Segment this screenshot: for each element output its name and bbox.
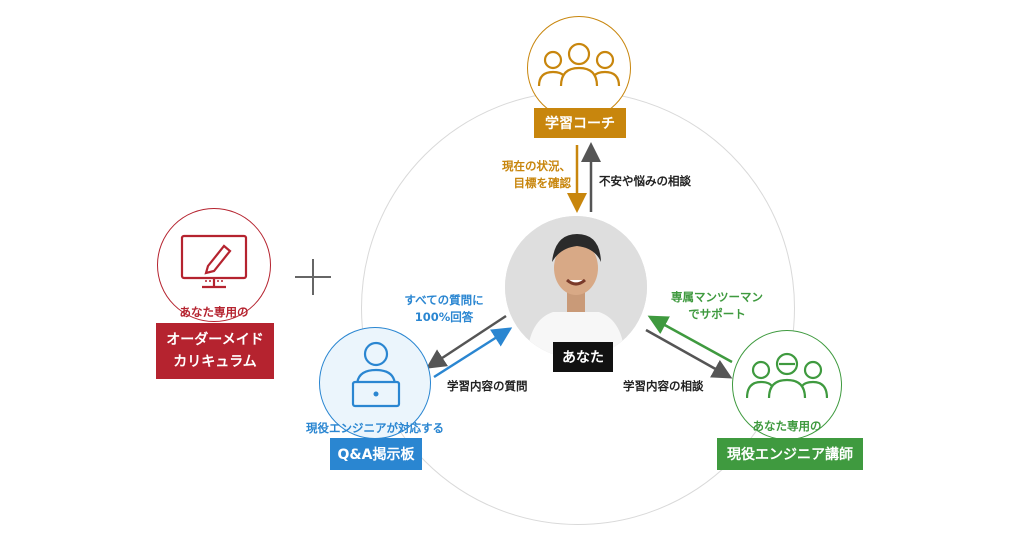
curriculum-caption: あなた専用の [179, 305, 249, 319]
qa-answer-text: すべての質問に 100%回答 [394, 292, 494, 326]
arrow-qa-question [425, 314, 507, 369]
person-photo-icon [505, 216, 647, 358]
arrow-instructor-support [647, 315, 733, 364]
arrow-qa-answer [433, 327, 513, 379]
engineers-group-icon [746, 352, 828, 399]
person-laptop-icon [351, 341, 401, 408]
coach-confirm-line2: 目標を確認 [513, 176, 572, 190]
curriculum-label: オーダーメイド カリキュラム [156, 323, 274, 379]
instructor-support-line2: でサポート [688, 307, 746, 321]
coach-consult-text: 不安や悩みの相談 [599, 174, 691, 188]
monitor-pencil-icon [180, 234, 248, 289]
plus-icon [295, 259, 331, 295]
instructor-support-text: 専属マンツーマン でサポート [662, 289, 772, 323]
coach-label: 学習コーチ [534, 108, 626, 138]
curriculum-label-line2: カリキュラム [173, 354, 257, 370]
coach-confirm-line1: 現在の状況、 [502, 159, 571, 173]
qa-question-text: 学習内容の質問 [447, 379, 528, 393]
instructor-support-line1: 専属マンツーマン [671, 290, 763, 304]
coach-confirm-text: 現在の状況、 目標を確認 [497, 158, 571, 192]
group-icon [537, 42, 621, 87]
instructor-consult-text: 学習内容の相談 [623, 379, 704, 393]
instructor-caption: あなた専用の [752, 419, 822, 433]
qa-answer-line2: 100%回答 [414, 310, 474, 324]
arrow-instructor-consult [645, 328, 733, 379]
curriculum-label-line1: オーダーメイド [166, 332, 264, 348]
instructor-label: 現役エンジニア講師 [717, 438, 863, 470]
center-label: あなた [553, 342, 613, 372]
user-photo [505, 216, 647, 358]
qa-caption: 現役エンジニアが対応する [306, 421, 444, 435]
qa-answer-line1: すべての質問に [404, 293, 484, 307]
qa-label: Q&A掲示板 [330, 438, 422, 470]
curriculum-circle [157, 208, 271, 322]
